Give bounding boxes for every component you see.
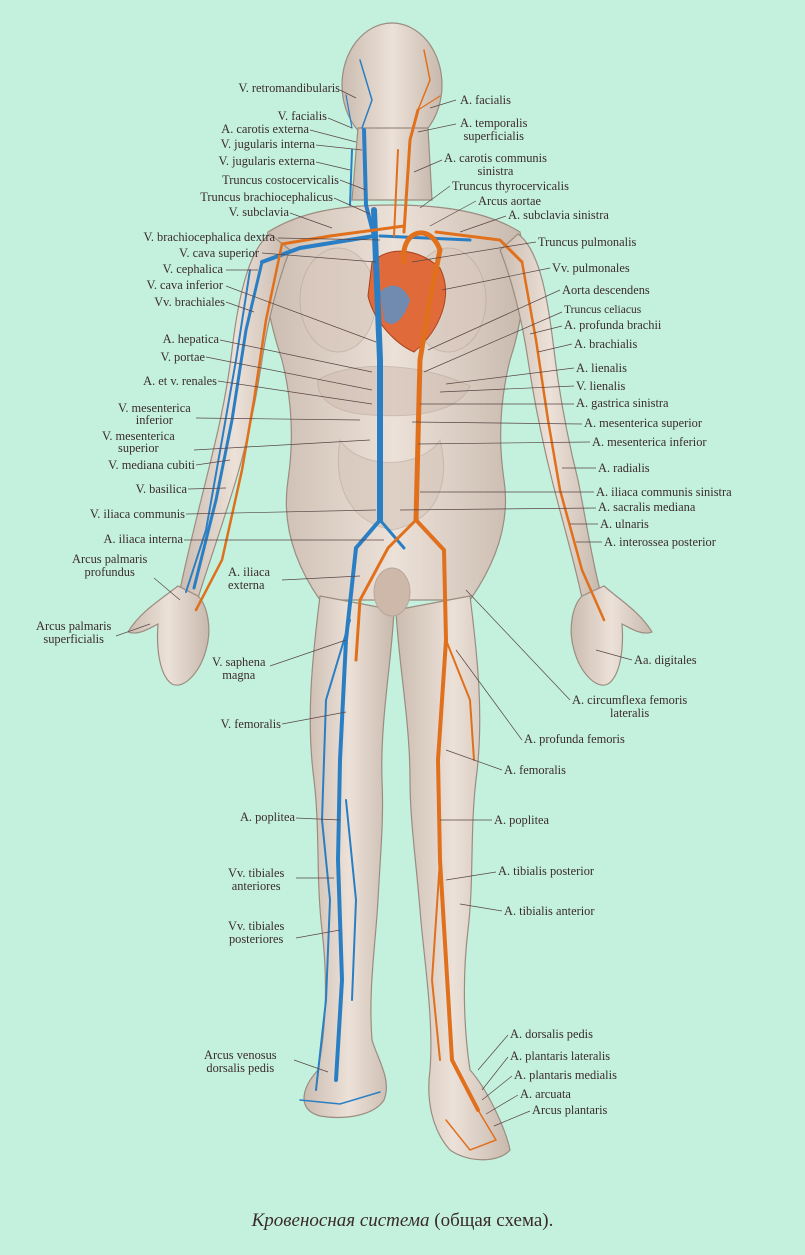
label-right-23: A. circumflexa femoris lateralis (572, 693, 688, 720)
label-right-7: Vv. pulmonales (552, 261, 630, 275)
label-right-28: A. tibialis anterior (504, 904, 595, 918)
label-right-8: Aorta descendens (562, 283, 650, 297)
label-left-13: A. hepatica (162, 332, 219, 346)
label-left-22: Arcus palmaris profundus (72, 552, 148, 579)
veins (185, 59, 472, 1105)
label-left-0: V. retromandibularis (238, 81, 340, 95)
label-left-16: V. mesenterica inferior (118, 401, 191, 427)
caption-title: Кровеносная система (251, 1210, 430, 1231)
label-left-23: Arcus palmaris superficialis (36, 619, 112, 646)
label-right-15: A. mesenterica superior (584, 416, 703, 430)
label-right-3: Truncus thyrocervicalis (452, 179, 569, 193)
label-left-2: A. carotis externa (221, 122, 309, 136)
label-right-31: A. plantaris medialis (514, 1068, 617, 1082)
label-right-16: A. mesenterica inferior (592, 435, 707, 449)
label-left-17: V. mesenterica superior (102, 429, 175, 455)
label-right-30: A. plantaris lateralis (510, 1049, 611, 1063)
arteries (194, 49, 606, 1151)
label-left-25: V. saphena magna (212, 655, 266, 682)
label-left-26: V. femoralis (220, 717, 281, 731)
label-right-11: A. brachialis (574, 337, 638, 351)
label-left-14: V. portae (160, 350, 205, 364)
label-right-14: A. gastrica sinistra (576, 396, 669, 410)
label-right-29: A. dorsalis pedis (510, 1027, 593, 1041)
label-left-11: V. cava inferior (146, 278, 224, 292)
label-left-5: Truncus costocervicalis (222, 173, 339, 187)
label-left-1: V. facialis (277, 109, 327, 123)
label-left-24: A. iliaca externa (228, 565, 270, 592)
label-right-25: A. femoralis (504, 763, 566, 777)
label-right-17: A. radialis (598, 461, 650, 475)
label-left-19: V. basilica (135, 482, 187, 496)
label-right-5: A. subclavia sinistra (508, 208, 609, 222)
label-right-33: Arcus plantaris (532, 1103, 608, 1117)
label-right-9: Truncus celiacus (564, 304, 642, 316)
label-left-30: Arcus venosus dorsalis pedis (204, 1048, 277, 1075)
label-left-10: V. cephalica (162, 262, 223, 276)
label-left-28: Vv. tibiales anteriores (228, 866, 285, 893)
label-right-12: A. lienalis (576, 361, 627, 375)
label-left-3: V. jugularis interna (220, 137, 315, 151)
label-right-32: A. arcuata (520, 1087, 571, 1101)
label-right-20: A. ulnaris (600, 517, 649, 531)
label-right-27: A. tibialis posterior (498, 864, 595, 878)
label-right-13: V. lienalis (576, 379, 626, 393)
leader-lines (115, 89, 633, 1127)
label-right-21: A. interossea posterior (604, 535, 716, 549)
label-left-21: A. iliaca interna (103, 532, 183, 546)
label-right-10: A. profunda brachii (564, 318, 662, 332)
label-right-19: A. sacralis mediana (598, 500, 696, 514)
caption-subtitle: (общая схема). (429, 1210, 554, 1231)
label-left-9: V. cava superior (179, 246, 259, 260)
label-left-20: V. iliaca communis (89, 507, 185, 521)
label-left-6: Truncus brachiocephalicus (200, 190, 333, 204)
label-right-6: Truncus pulmonalis (538, 235, 637, 249)
label-left-8: V. brachiocephalica dextra (143, 230, 275, 244)
label-left-7: V. subclavia (228, 205, 289, 219)
label-right-4: Arcus aortae (478, 194, 541, 208)
label-right-24: A. profunda femoris (524, 732, 625, 746)
label-left-18: V. mediana cubiti (108, 458, 195, 472)
label-right-2: A. carotis communis sinistra (444, 151, 547, 178)
label-left-4: V. jugularis externa (218, 154, 315, 168)
label-left-12: Vv. brachiales (154, 295, 225, 309)
label-left-15: A. et v. renales (143, 374, 217, 388)
label-right-1: A. temporalis superficialis (460, 116, 528, 143)
figure-caption: Кровеносная система (общая схема). (0, 1210, 805, 1232)
label-right-26: A. poplitea (494, 813, 550, 827)
label-right-18: A. iliaca communis sinistra (596, 485, 732, 499)
label-left-27: A. poplitea (239, 810, 295, 824)
label-right-0: A. facialis (460, 93, 511, 107)
label-right-22: Aa. digitales (634, 653, 697, 667)
label-left-29: Vv. tibiales posteriores (228, 919, 285, 946)
